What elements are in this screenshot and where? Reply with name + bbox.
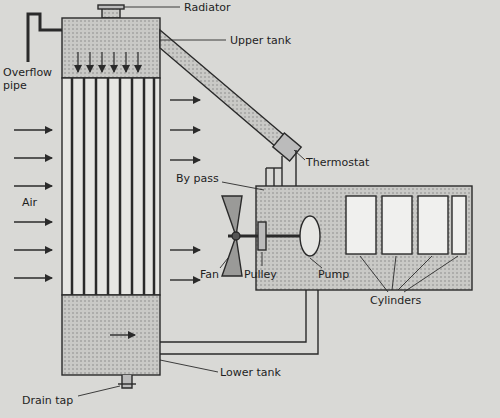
part-label: By pass	[176, 172, 219, 185]
part-label: Pump	[318, 268, 349, 281]
part-label: Upper tank	[230, 34, 291, 47]
part-label: Thermostat	[306, 156, 369, 169]
part-label: Lower tank	[220, 366, 281, 379]
part-label: Pulley	[244, 268, 277, 281]
part-label: Overflow pipe	[3, 66, 59, 92]
part-label: Drain tap	[22, 394, 73, 407]
flow-label: Air	[22, 196, 37, 209]
part-label: Cylinders	[370, 294, 421, 307]
part-label: Fan	[200, 268, 219, 281]
part-label: Radiator	[184, 1, 231, 14]
